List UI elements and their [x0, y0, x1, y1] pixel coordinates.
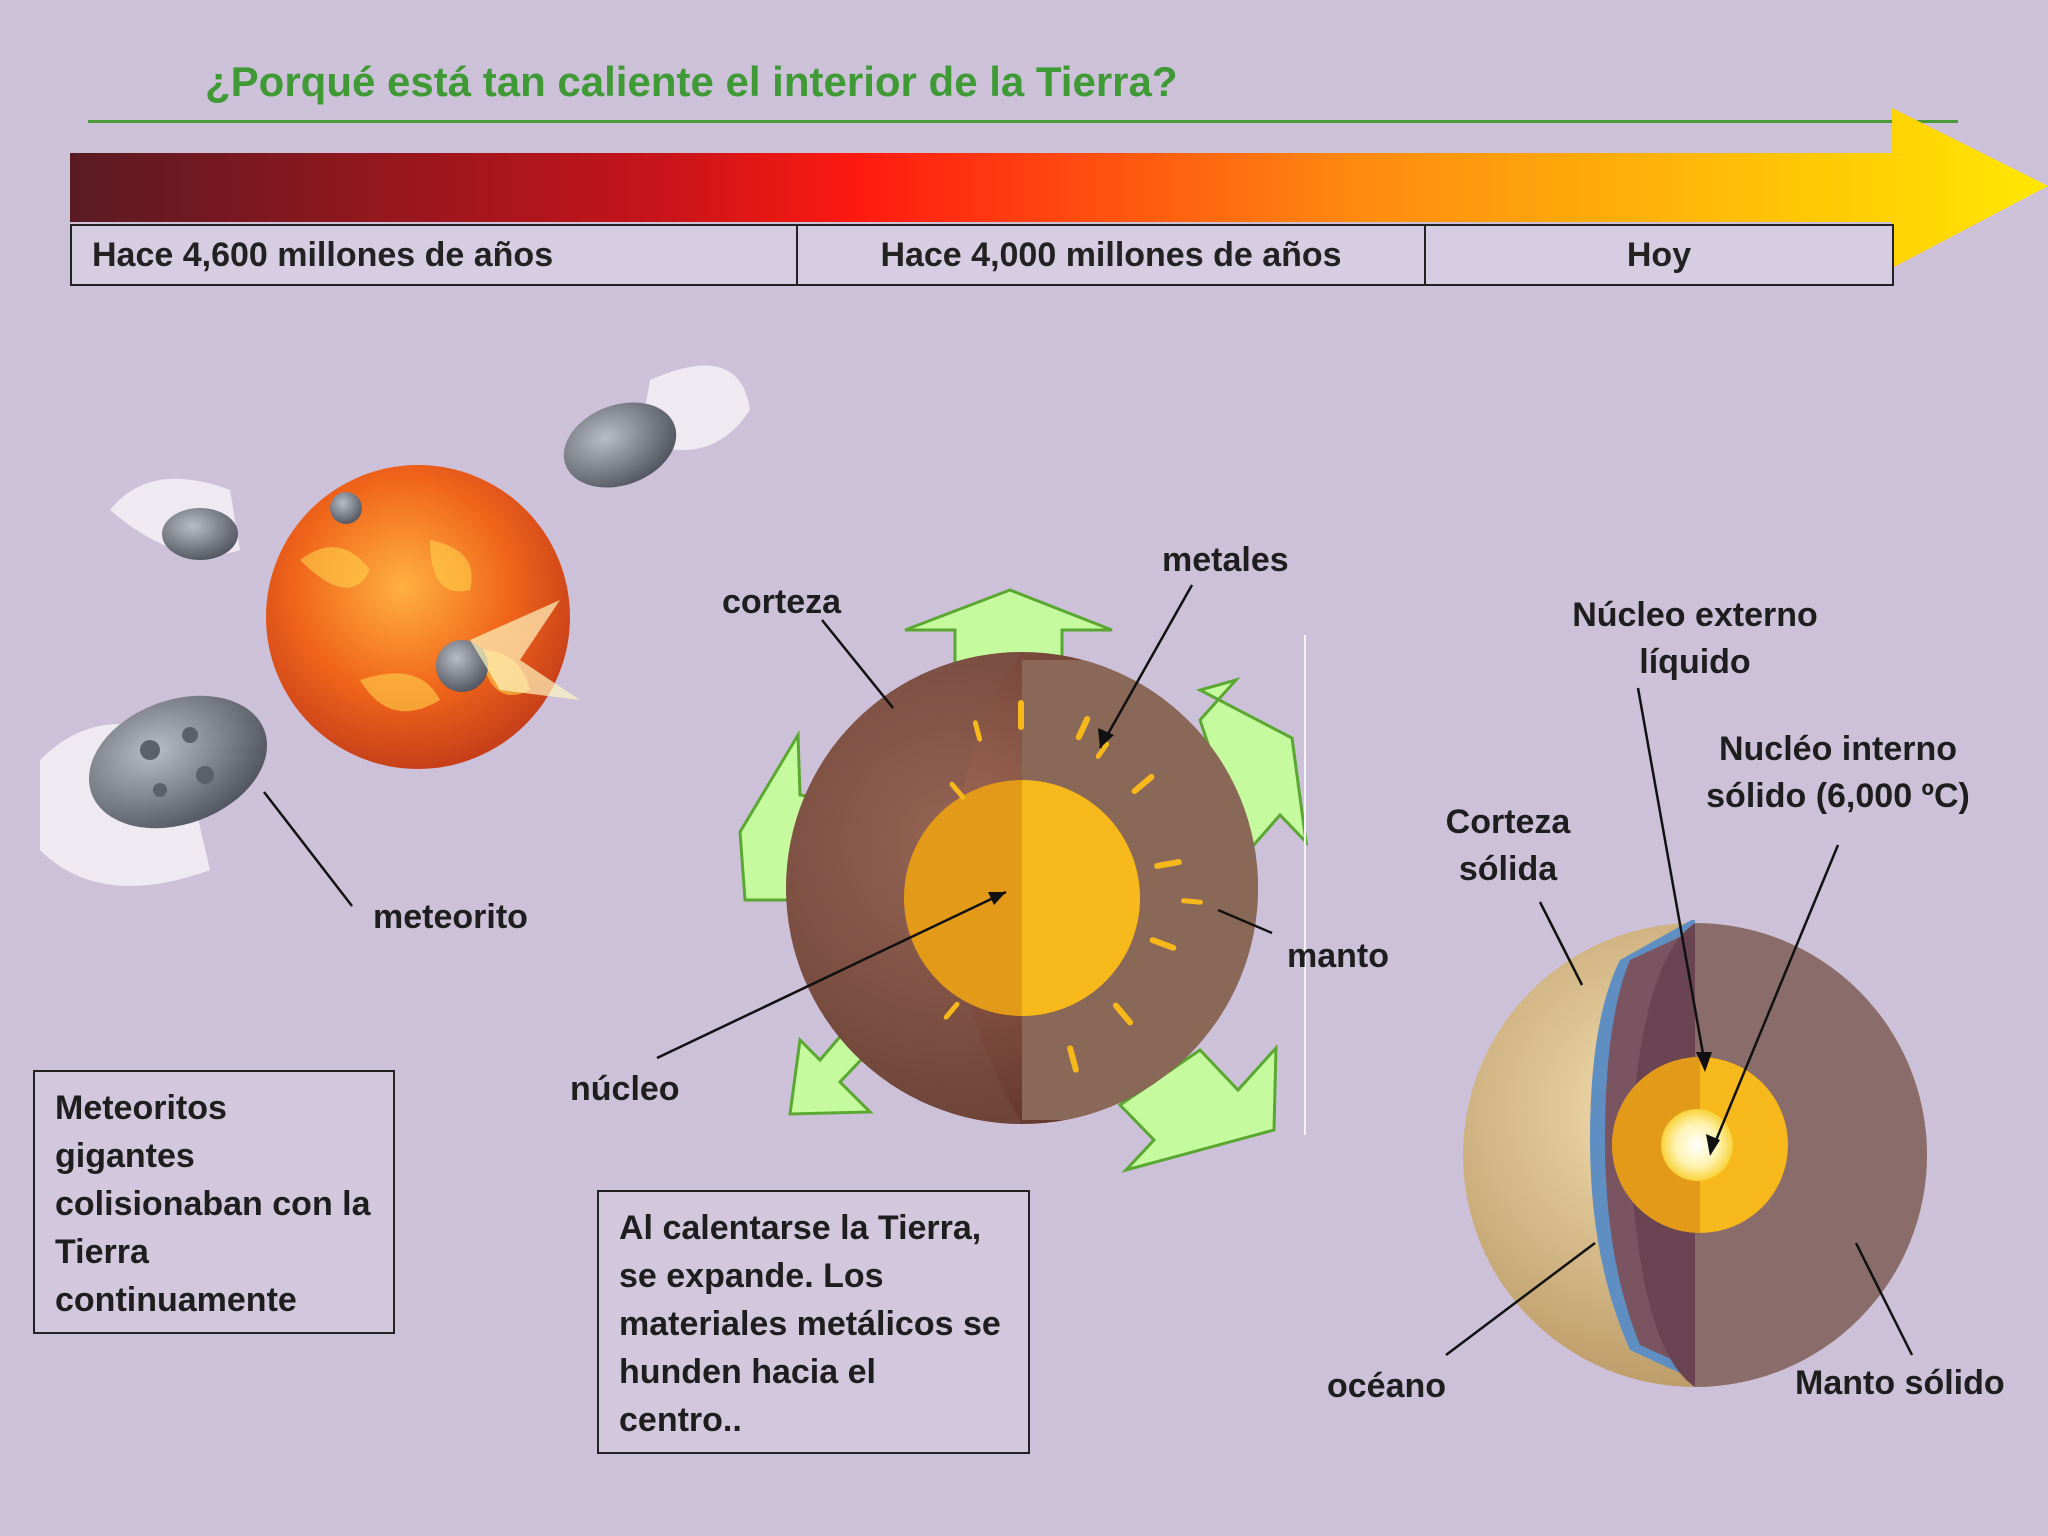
hot-early-earth	[266, 465, 580, 769]
panel2-arrowheads	[988, 728, 1114, 905]
panel3-pointers	[1445, 687, 1914, 1356]
timeline-arrow	[70, 108, 2048, 268]
core-label: núcleo	[570, 1070, 680, 1108]
page-title: ¿Porqué está tan caliente el interior de…	[205, 58, 1178, 105]
timeline-stage-today: Hoy	[1424, 224, 1894, 286]
outer-core-label: Núcleo externo líquido	[1572, 596, 1818, 681]
ocean-label: océano	[1327, 1367, 1447, 1405]
metals-label: metales	[1162, 541, 1289, 579]
timeline-stage-label: Hoy	[1626, 235, 1692, 274]
timeline-stage-middle: Hace 4,000 millones de años	[796, 224, 1426, 286]
timeline-stage-label: Hace 4,600 millones de años	[92, 235, 554, 274]
meteorite-label: meteorito	[373, 898, 528, 936]
mantle-label: manto	[1287, 937, 1389, 975]
crust-label: corteza	[722, 583, 842, 621]
solid-mantle-label: Manto sólido	[1795, 1364, 2005, 1402]
timeline-stage-early: Hace 4,600 millones de años	[70, 224, 798, 286]
meteorite-pointer	[263, 791, 353, 907]
panel3-arrowheads	[1696, 1052, 1720, 1156]
meteorite-large	[40, 695, 268, 886]
meteorite-small	[110, 478, 240, 560]
modern-earth-cutaway	[1463, 920, 1927, 1387]
expansion-caption: Al calentarse la Tierra, se expande. Los…	[597, 1190, 1030, 1454]
inner-core-label: Nucléo interno sólido (6,000 ºC)	[1706, 730, 1970, 815]
panel2-pointers	[656, 584, 1273, 1060]
solid-crust-label: Corteza sólida	[1445, 803, 1571, 888]
early-earth-cutaway	[786, 652, 1258, 1124]
title-underline	[88, 120, 1958, 123]
timeline-stage-label: Hace 4,000 millones de años	[880, 235, 1342, 274]
meteorite-top-right	[563, 365, 750, 488]
meteorite-caption: Meteoritos gigantes colisionaban con la …	[33, 1070, 395, 1334]
